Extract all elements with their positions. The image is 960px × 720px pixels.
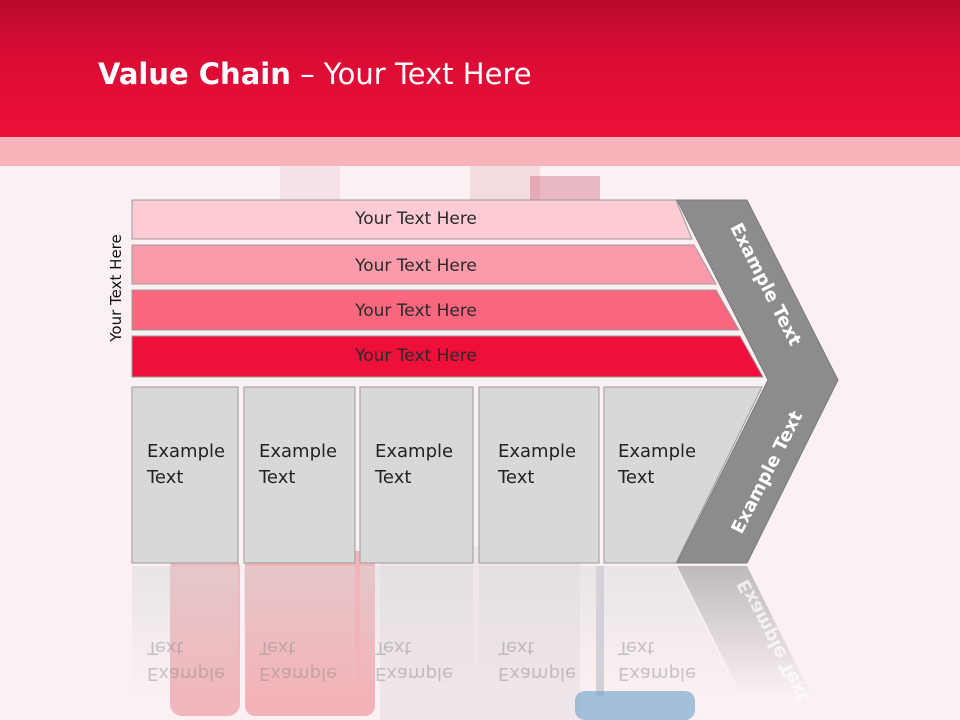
reflection-chevron	[677, 566, 812, 696]
reflection-box-3	[360, 566, 473, 696]
reflection-box-2	[244, 566, 355, 696]
support-row-3-label: Your Text Here	[355, 301, 477, 321]
margin-chevron	[676, 199, 839, 564]
title-bold: Value Chain	[98, 57, 291, 91]
header-band	[0, 137, 960, 166]
support-row-4-label: Your Text Here	[355, 346, 477, 366]
header-bar	[0, 0, 960, 137]
activity-box-5	[603, 386, 763, 564]
support-row-4	[131, 335, 764, 378]
support-row-2-label: Your Text Here	[355, 256, 477, 276]
title-rest: – Your Text Here	[290, 57, 532, 91]
page-title: Value Chain – Your Text Here	[98, 52, 532, 96]
support-row-2	[131, 244, 717, 285]
reflection-box-4	[479, 566, 599, 696]
support-row-3	[131, 289, 740, 331]
activity-box-4	[478, 386, 600, 564]
reflection-box-5	[604, 566, 740, 696]
support-row-1-label: Your Text Here	[355, 209, 477, 229]
activity-box-3	[359, 386, 474, 564]
support-row-1	[131, 199, 693, 240]
reflection-box-1	[132, 566, 238, 696]
activity-box-2	[243, 386, 356, 564]
activity-box-1	[131, 386, 239, 564]
